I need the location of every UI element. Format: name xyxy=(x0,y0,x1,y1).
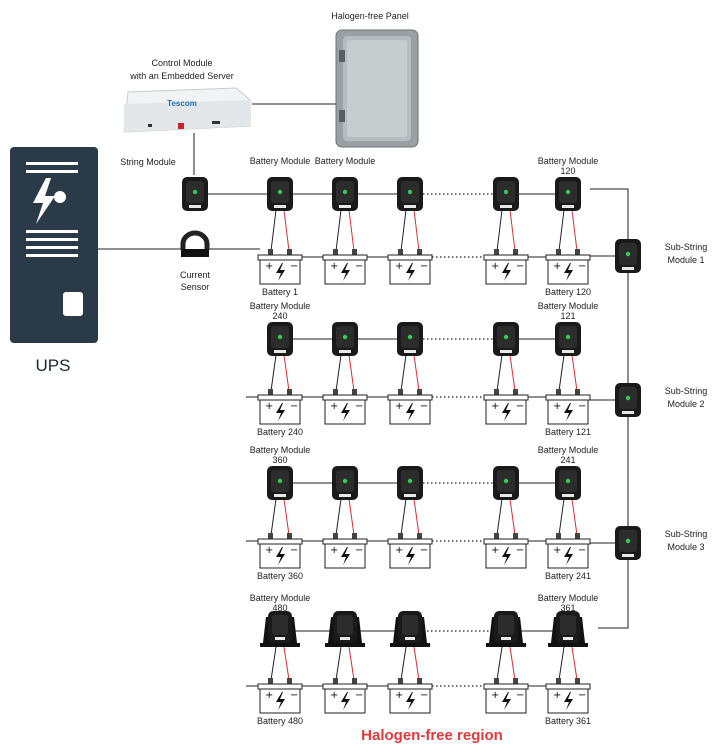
string-module xyxy=(182,177,208,211)
battery xyxy=(545,532,591,569)
battery-module xyxy=(332,466,358,500)
battery xyxy=(387,677,433,714)
battery-label: Battery 121 xyxy=(545,427,591,437)
battery-module xyxy=(332,322,358,356)
battery xyxy=(257,388,303,425)
battery-module-number: 241 xyxy=(560,455,575,465)
battery xyxy=(483,677,529,714)
battery-label: Battery 120 xyxy=(545,287,591,297)
battery-module-label: Battery Module xyxy=(250,301,311,311)
battery xyxy=(483,532,529,569)
sub-string-label: Module 2 xyxy=(667,399,704,409)
battery-module xyxy=(493,466,519,500)
battery-module-label: Battery Module xyxy=(250,593,311,603)
battery-module xyxy=(267,177,293,211)
battery-module-number: 361 xyxy=(560,603,575,613)
battery xyxy=(257,532,303,569)
battery-module-number: 240 xyxy=(272,311,287,321)
battery-module-number: 360 xyxy=(272,455,287,465)
battery-module-number: 120 xyxy=(560,166,575,176)
ups-label: UPS xyxy=(36,356,71,375)
battery-module-label: Battery Module xyxy=(538,593,599,603)
battery-module xyxy=(548,611,588,647)
battery xyxy=(387,248,433,285)
battery xyxy=(545,677,591,714)
sub-string-module xyxy=(615,526,641,560)
battery-module-number: 480 xyxy=(272,603,287,613)
battery-module xyxy=(397,322,423,356)
sub-string-label: Module 3 xyxy=(667,542,704,552)
battery xyxy=(483,388,529,425)
sub-string-module xyxy=(615,383,641,417)
battery xyxy=(387,388,433,425)
battery xyxy=(545,248,591,285)
sub-string-label: Module 1 xyxy=(667,255,704,265)
control-module-label-1: Control Module xyxy=(151,58,212,68)
battery xyxy=(322,248,368,285)
ups-cabinet xyxy=(10,147,98,343)
battery-module-label: Battery Module xyxy=(315,156,376,166)
battery xyxy=(322,388,368,425)
battery xyxy=(257,677,303,714)
halogen-free-panel xyxy=(335,29,419,148)
battery-label: Battery 480 xyxy=(257,716,303,726)
battery-module xyxy=(325,611,365,647)
battery-module-label: Battery Module xyxy=(538,156,599,166)
halogen-free-region-label: Halogen-free region xyxy=(361,727,503,744)
battery-row: Battery Module Battery Module Battery Modu… xyxy=(250,156,599,297)
battery-module xyxy=(332,177,358,211)
battery-module xyxy=(493,177,519,211)
battery-module xyxy=(397,466,423,500)
battery xyxy=(322,677,368,714)
battery-module xyxy=(493,322,519,356)
control-module-brand: Tescom xyxy=(167,99,197,108)
battery xyxy=(483,248,529,285)
string-module-label: String Module xyxy=(120,157,176,167)
control-module-device xyxy=(123,87,251,133)
battery-module xyxy=(486,611,526,647)
sub-string-module xyxy=(615,239,641,273)
battery-module xyxy=(555,322,581,356)
battery-label: Battery 241 xyxy=(545,571,591,581)
lightning-icon xyxy=(33,178,55,224)
battery xyxy=(322,532,368,569)
panel-label: Halogen-free Panel xyxy=(331,11,409,21)
battery-label: Battery 1 xyxy=(262,287,298,297)
battery-module-label: Battery Module xyxy=(538,301,599,311)
control-module-label-2: with an Embedded Server xyxy=(129,71,234,81)
battery-module xyxy=(267,466,293,500)
sub-string-label: Sub-String xyxy=(665,242,708,252)
current-sensor-label-1: Current xyxy=(180,270,211,280)
battery-module-label: Battery Module xyxy=(250,156,311,166)
battery-module xyxy=(397,177,423,211)
battery-label: Battery 240 xyxy=(257,427,303,437)
sub-string-label: Sub-String xyxy=(665,386,708,396)
battery-module-label: Battery Module xyxy=(538,445,599,455)
current-sensor xyxy=(180,230,210,257)
sub-string-label: Sub-String xyxy=(665,529,708,539)
current-sensor-label-2: Sensor xyxy=(181,282,210,292)
battery-module xyxy=(555,177,581,211)
battery-label: Battery 360 xyxy=(257,571,303,581)
battery xyxy=(387,532,433,569)
battery-module-number: 121 xyxy=(560,311,575,321)
battery-module xyxy=(555,466,581,500)
battery-label: Battery 361 xyxy=(545,716,591,726)
battery-module-label: Battery Module xyxy=(250,445,311,455)
battery-module xyxy=(260,611,300,647)
battery xyxy=(545,388,591,425)
battery-module xyxy=(390,611,430,647)
battery-module xyxy=(267,322,293,356)
battery xyxy=(257,248,303,285)
